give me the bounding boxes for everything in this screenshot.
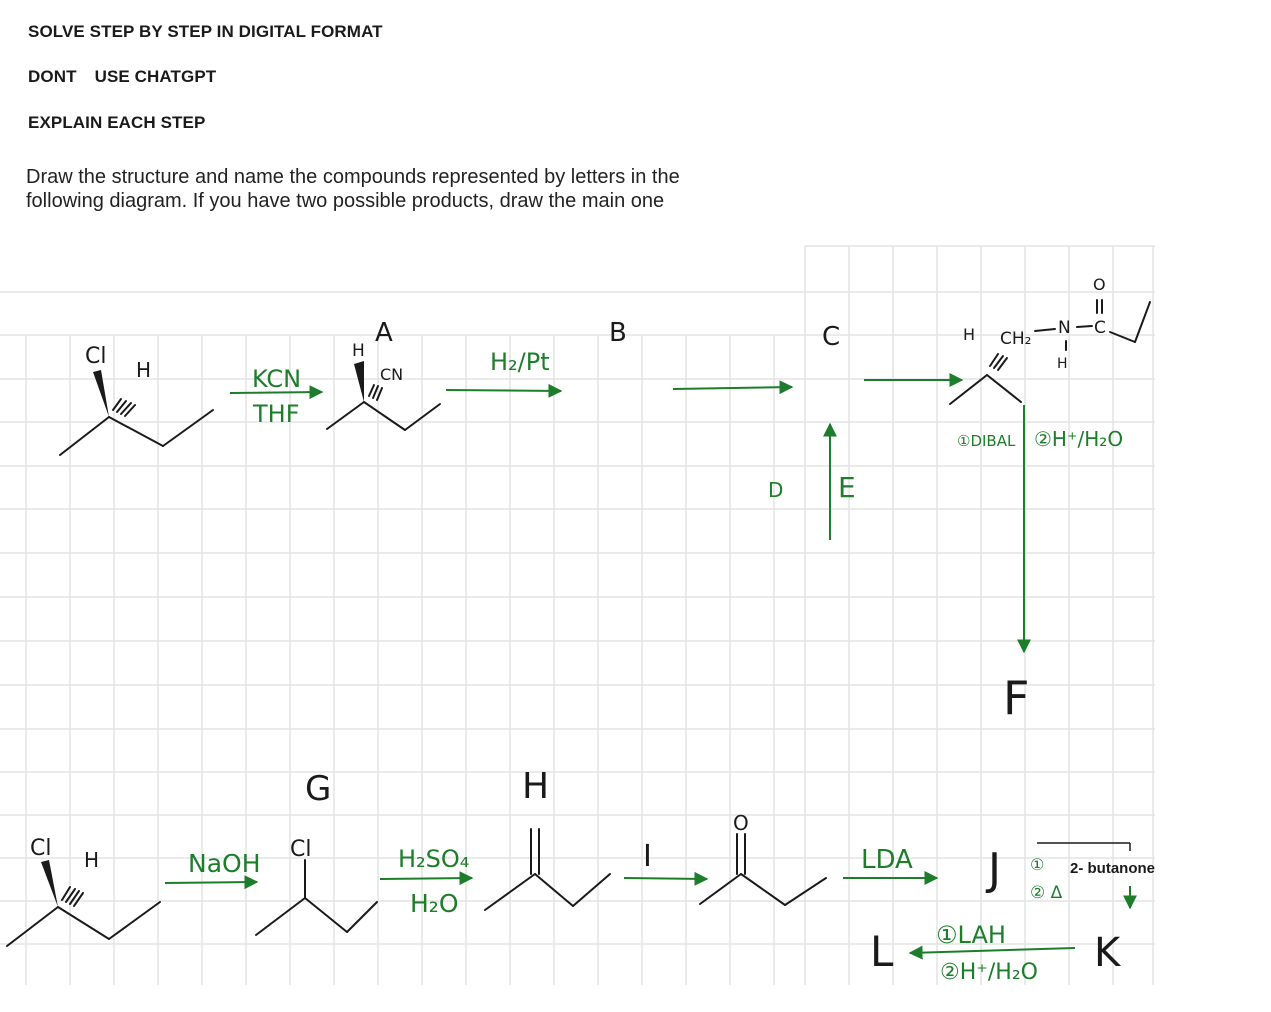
label-k: K — [1094, 930, 1122, 976]
instruction-dont: DONT — [28, 67, 77, 86]
atom-h-amide: H — [963, 325, 975, 344]
instruction-line-3: EXPLAIN EACH STEP — [28, 113, 206, 132]
label-b: B — [609, 318, 627, 348]
arrow-to-a — [229, 385, 324, 400]
grid-background — [0, 245, 1155, 985]
instruction-use-chatgpt: USE CHATGPT — [94, 67, 217, 86]
label-d: D — [768, 478, 783, 502]
arrow-to-b — [445, 383, 563, 398]
label-e: E — [838, 471, 856, 504]
reagent-h2so4: H₂SO₄ — [398, 845, 469, 873]
arrow-to-g — [164, 875, 259, 890]
question-text: Draw the structure and name the compound… — [26, 166, 680, 212]
atom-h-nh: H — [1057, 356, 1068, 372]
atom-cl-top: Cl — [85, 344, 106, 369]
j-step-1-number: ① — [1030, 855, 1044, 874]
molecule-h — [484, 828, 611, 911]
atom-c-amide: C — [1094, 318, 1106, 338]
reagent-dibal: ①DIBAL — [957, 432, 1016, 450]
atom-cl-g: Cl — [290, 837, 311, 862]
atom-o-butanone: O — [733, 811, 749, 835]
label-i: I — [643, 839, 652, 874]
j-step-1-reagent: 2- butanone — [1070, 860, 1155, 877]
label-f: F — [1003, 671, 1029, 725]
reagent-lah-workup: ②H⁺/H₂O — [940, 960, 1038, 985]
j-step-2: ② Δ — [1030, 883, 1063, 903]
arrow-to-c — [672, 380, 794, 395]
label-a: A — [375, 318, 393, 348]
molecule-g — [255, 859, 378, 936]
reagent-kcn: KCN — [252, 365, 301, 393]
label-c: C — [822, 322, 840, 352]
molecule-butanone — [699, 833, 827, 906]
label-j: J — [985, 844, 1001, 895]
instruction-line-1: SOLVE STEP BY STEP IN DIGITAL FORMAT — [28, 22, 383, 41]
label-g: G — [305, 769, 331, 809]
atom-n-amide: N — [1058, 318, 1071, 338]
reagent-lah: ①LAH — [936, 921, 1006, 949]
atom-h-bottom: H — [84, 848, 99, 872]
atom-cl-bottom: Cl — [30, 836, 51, 861]
instruction-line-2: DONT USE CHATGPT — [28, 67, 216, 87]
atom-cn-a: CN — [380, 365, 403, 384]
atom-h-a: H — [352, 341, 365, 361]
arrow-to-l — [908, 945, 1076, 960]
molecule-a — [326, 361, 441, 431]
molecule-start-chloride-bottom — [6, 860, 161, 947]
arrow-i — [623, 871, 709, 886]
arrow-to-h — [379, 871, 474, 886]
reagent-h2o: H₂O — [410, 889, 459, 918]
atom-ch2-amide: CH₂ — [1000, 329, 1031, 349]
label-l: L — [870, 927, 894, 976]
label-h: H — [522, 766, 549, 807]
reagent-lda: LDA — [861, 845, 913, 875]
reagent-acid-water: ②H⁺/H₂O — [1034, 427, 1123, 451]
molecule-amide — [949, 299, 1151, 405]
reagent-thf: THF — [252, 400, 300, 428]
atom-o-amide: O — [1093, 275, 1106, 294]
molecule-start-chloride-top — [59, 370, 214, 456]
reagent-h2-pt: H₂/Pt — [490, 348, 550, 376]
reagent-naoh: NaOH — [188, 849, 261, 878]
atom-h-top: H — [136, 358, 151, 382]
